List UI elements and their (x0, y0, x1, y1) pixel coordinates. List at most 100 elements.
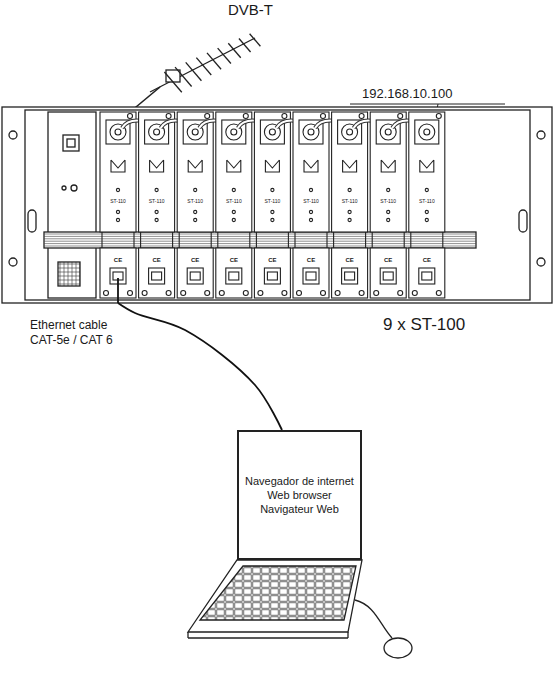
power-switch-inner (67, 139, 75, 147)
module-screw (142, 291, 147, 296)
ribbon-clamp (410, 232, 411, 248)
ce-mark: CE (152, 257, 160, 264)
rj45-port (267, 272, 277, 280)
antenna-element (186, 62, 202, 80)
module-screw (166, 291, 171, 296)
module-screw (297, 291, 302, 296)
ce-mark: CE (307, 257, 315, 264)
module-led (271, 218, 274, 221)
antenna-element (228, 43, 240, 58)
ce-mark: CE (345, 257, 353, 264)
module-led (348, 188, 351, 191)
module-panel (254, 248, 290, 298)
module-screw (436, 291, 441, 296)
module-screw (104, 291, 109, 296)
module-led (425, 210, 428, 213)
rj45-port (229, 272, 239, 280)
ce-mark: CE (191, 257, 199, 264)
module-screw (166, 114, 171, 119)
module-screw (205, 114, 210, 119)
ribbon-clamp (294, 232, 295, 248)
module-panel (177, 112, 213, 232)
ribbon-clamp (172, 232, 173, 248)
ribbon-clamp (217, 232, 218, 248)
model-label: ST-110 (419, 199, 435, 205)
f-connector (192, 129, 198, 135)
antenna-element (196, 58, 211, 75)
module-panel (139, 248, 175, 298)
model-label: ST-110 (303, 199, 319, 205)
module-led (348, 218, 351, 221)
module-panel (370, 112, 406, 232)
module-screw (282, 291, 287, 296)
ip-address: 192.168.10.100 (362, 87, 452, 101)
model-label: ST-110 (149, 199, 165, 205)
power-led (71, 185, 77, 191)
rack-chassis (25, 110, 530, 300)
module-logo (188, 160, 202, 172)
module-screw (128, 291, 133, 296)
ribbon-clamp (288, 232, 289, 248)
module-led (194, 210, 197, 213)
model-label: ST-110 (342, 199, 358, 205)
module-screw (128, 114, 133, 119)
ce-mark: CE (384, 257, 392, 264)
module-led (271, 188, 274, 191)
screen-text: Navegador de internet Web browser Naviga… (242, 474, 357, 517)
module-led (309, 188, 312, 191)
ce-mark: CE (114, 257, 122, 264)
model-label: ST-110 (226, 199, 242, 205)
rj45-port (380, 268, 396, 284)
module-screw (181, 291, 186, 296)
power-supply (48, 112, 96, 298)
module-led (116, 210, 119, 213)
rack-slot (519, 210, 527, 232)
module-led (348, 210, 351, 213)
module-screw (243, 291, 248, 296)
ribbon-clamp (326, 232, 327, 248)
module-panel (370, 248, 406, 298)
module-panel (409, 248, 445, 298)
rack-slot (28, 210, 36, 232)
antenna-element (239, 38, 251, 52)
f-connector (419, 124, 435, 140)
module-led (155, 210, 158, 213)
power-grille (58, 262, 80, 286)
laptop-edge (347, 632, 348, 638)
module-led (155, 188, 158, 191)
rj45-port (345, 272, 355, 280)
module-screw (374, 291, 379, 296)
f-connector (231, 129, 237, 135)
power-led (62, 186, 66, 190)
module-screw (398, 114, 403, 119)
module-panel (216, 112, 252, 232)
module-led (116, 218, 119, 221)
rj45-port (306, 272, 316, 280)
module-panel (332, 248, 368, 298)
rack-caption: 9 x ST-100 (383, 314, 465, 336)
ribbon-clamp (140, 232, 141, 248)
rj45-port (422, 272, 432, 280)
antenna-element (175, 67, 192, 86)
module-screw (282, 114, 287, 119)
module-led (387, 188, 390, 191)
st-module (409, 112, 445, 298)
ribbon-bus (44, 232, 476, 248)
ribbon-clamp (365, 232, 366, 248)
rj45-port (303, 268, 319, 284)
ribbon-clamp (249, 232, 250, 248)
module-led (387, 210, 390, 213)
module-logo (111, 160, 125, 172)
power-switch (63, 135, 79, 151)
module-panel (293, 248, 329, 298)
module-panel (139, 112, 175, 232)
module-led (194, 218, 197, 221)
module-led (232, 218, 235, 221)
rack-hole (9, 131, 17, 139)
f-connector (385, 129, 391, 135)
browser-screen: Navegador de internet Web browser Naviga… (237, 430, 362, 560)
module-screw (335, 291, 340, 296)
module-logo (304, 160, 318, 172)
mouse-cord (355, 600, 392, 638)
